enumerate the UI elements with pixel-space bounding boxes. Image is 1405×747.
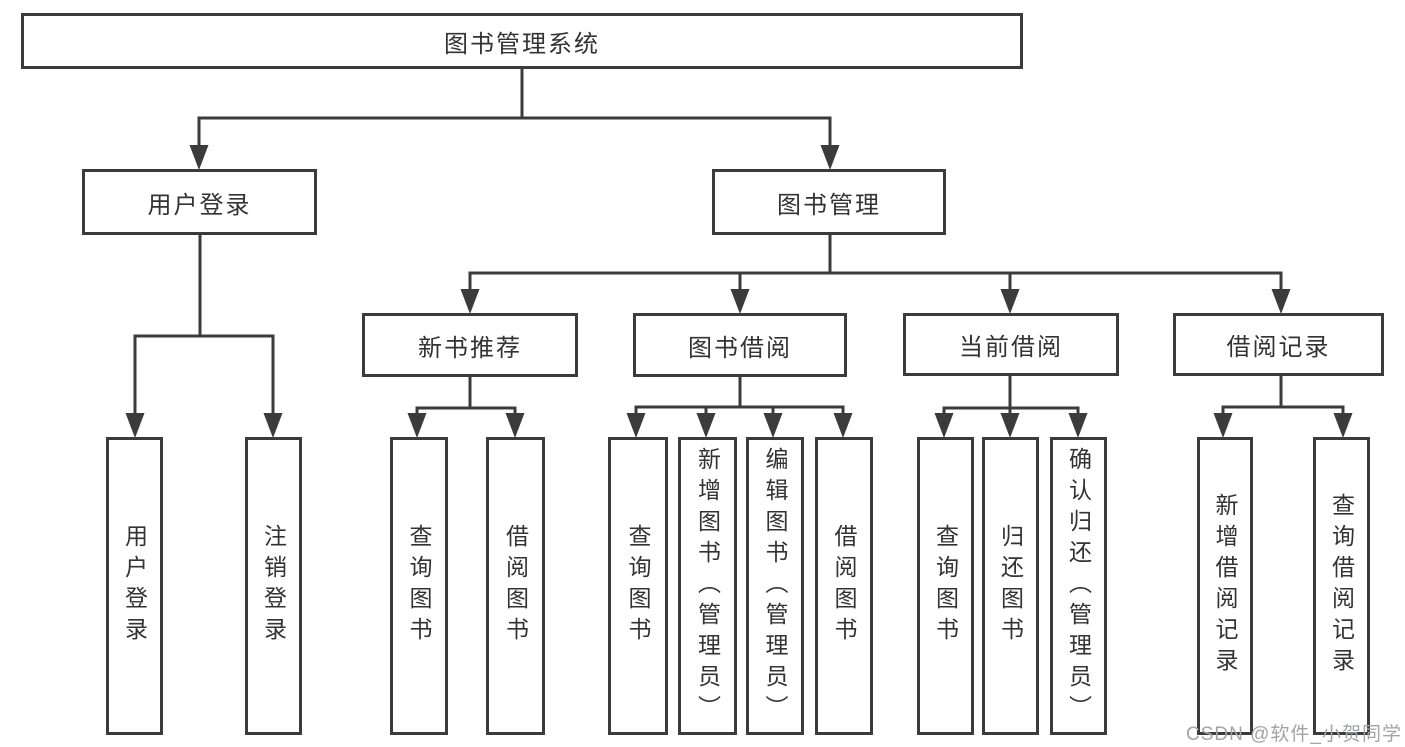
node-user-login: 用户登录: [82, 169, 317, 235]
arrowheads-group: [125, 145, 1353, 438]
connector-book-borrow-branch: [634, 377, 845, 416]
arrowhead-icon: [505, 413, 525, 438]
leaf-add-book-admin: 新增图书（管理员）: [678, 437, 737, 735]
connector-borrow-records-branch: [1221, 375, 1345, 416]
connector-current-borrow-branch: [942, 375, 1080, 416]
arrowhead-icon: [1000, 289, 1020, 314]
arrowhead-icon: [833, 413, 853, 438]
leaf-edit-book-admin: 编辑图书（管理员）: [746, 437, 804, 735]
arrowhead-icon: [1271, 289, 1291, 314]
node-system-root: 图书管理系统: [21, 13, 1023, 69]
leaf-user-login: 用户登录: [106, 437, 163, 735]
arrowhead-icon: [125, 413, 145, 438]
node-current-borrowing: 当前借阅: [903, 313, 1119, 376]
leaf-query-books-borrow: 查询图书: [608, 437, 668, 735]
connector-root-to-level2: [197, 68, 832, 148]
arrowhead-icon: [263, 413, 283, 438]
arrowhead-icon: [460, 289, 480, 314]
leaf-query-borrow-record: 查询借阅记录: [1313, 437, 1370, 735]
arrowhead-icon: [1068, 413, 1088, 438]
leaf-return-books: 归还图书: [982, 437, 1039, 735]
node-book-management: 图书管理: [712, 169, 946, 235]
leaf-borrow-books-borrow: 借阅图书: [815, 437, 873, 735]
arrowhead-icon: [820, 145, 840, 170]
connector-new-book-branch: [415, 377, 517, 416]
arrowhead-icon: [1333, 413, 1353, 438]
leaf-query-books-current: 查询图书: [917, 437, 974, 735]
arrowhead-icon: [1000, 413, 1020, 438]
leaf-query-books-recommend: 查询图书: [390, 437, 448, 735]
leaf-logout: 注销登录: [245, 437, 302, 735]
connector-book-management-branch: [468, 234, 1283, 292]
arrowhead-icon: [934, 413, 954, 438]
arrowhead-icon: [763, 413, 783, 438]
arrowhead-icon: [626, 413, 646, 438]
leaf-add-borrow-record: 新增借阅记录: [1197, 437, 1253, 735]
node-borrowing-records: 借阅记录: [1173, 313, 1384, 376]
arrowhead-icon: [407, 413, 427, 438]
arrowhead-icon: [696, 413, 716, 438]
watermark: CSDN @软件_小贺同学: [1186, 724, 1402, 745]
arrowhead-icon: [1213, 413, 1233, 438]
leaf-borrow-books-recommend: 借阅图书: [486, 437, 545, 735]
connector-user-login-branch: [133, 234, 275, 416]
node-new-book-recommendation: 新书推荐: [362, 313, 578, 377]
arrowhead-icon: [730, 289, 750, 314]
node-book-borrowing: 图书借阅: [633, 313, 847, 377]
leaf-confirm-return-admin: 确认归还（管理员）: [1050, 437, 1107, 735]
arrowhead-icon: [189, 145, 209, 170]
